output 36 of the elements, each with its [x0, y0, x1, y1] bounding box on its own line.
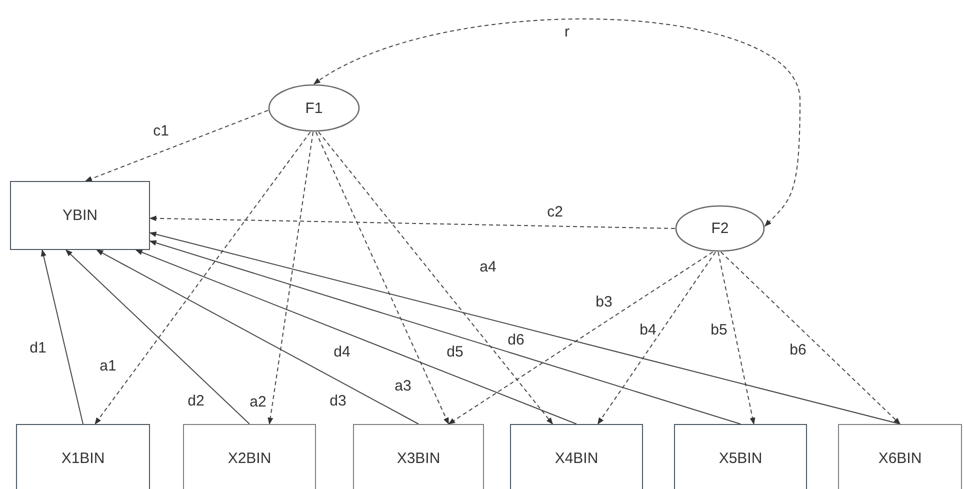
- arrow: [149, 240, 741, 424]
- variable-box: [16, 424, 150, 489]
- node-label: F2: [711, 220, 729, 237]
- arrow: [720, 252, 900, 424]
- node-label: X4BIN: [554, 450, 598, 466]
- arrow: [84, 110, 268, 182]
- node-label: X5BIN: [718, 450, 762, 466]
- node-label: X2BIN: [228, 450, 272, 466]
- arrow: [96, 250, 419, 424]
- arrow: [718, 252, 756, 425]
- variable-box: [10, 181, 150, 250]
- arrow: [315, 132, 450, 425]
- latent-ellipse: [268, 84, 360, 132]
- variable-box: [183, 424, 316, 489]
- arrow: [597, 252, 716, 425]
- node-label: X6BIN: [878, 450, 922, 466]
- arrow: [66, 250, 250, 424]
- arrow: [149, 216, 676, 229]
- latent-ellipse: [675, 205, 765, 252]
- node-label: YBIN: [62, 207, 98, 224]
- arrow: [94, 132, 311, 425]
- node-label: X1BIN: [61, 450, 105, 466]
- edge-label: b4: [638, 322, 658, 338]
- arrow: [135, 250, 577, 424]
- arrow: [448, 252, 714, 424]
- variable-box: [838, 424, 962, 489]
- arrow: [313, 18, 800, 227]
- arrow: [40, 249, 84, 424]
- arrow: [149, 232, 900, 424]
- variable-box: [510, 424, 643, 489]
- variable-box: [674, 424, 807, 489]
- node-label: F1: [305, 100, 323, 116]
- arrow: [318, 132, 554, 425]
- node-label: X3BIN: [396, 450, 440, 466]
- variable-box: [353, 424, 484, 489]
- arrow: [268, 132, 314, 425]
